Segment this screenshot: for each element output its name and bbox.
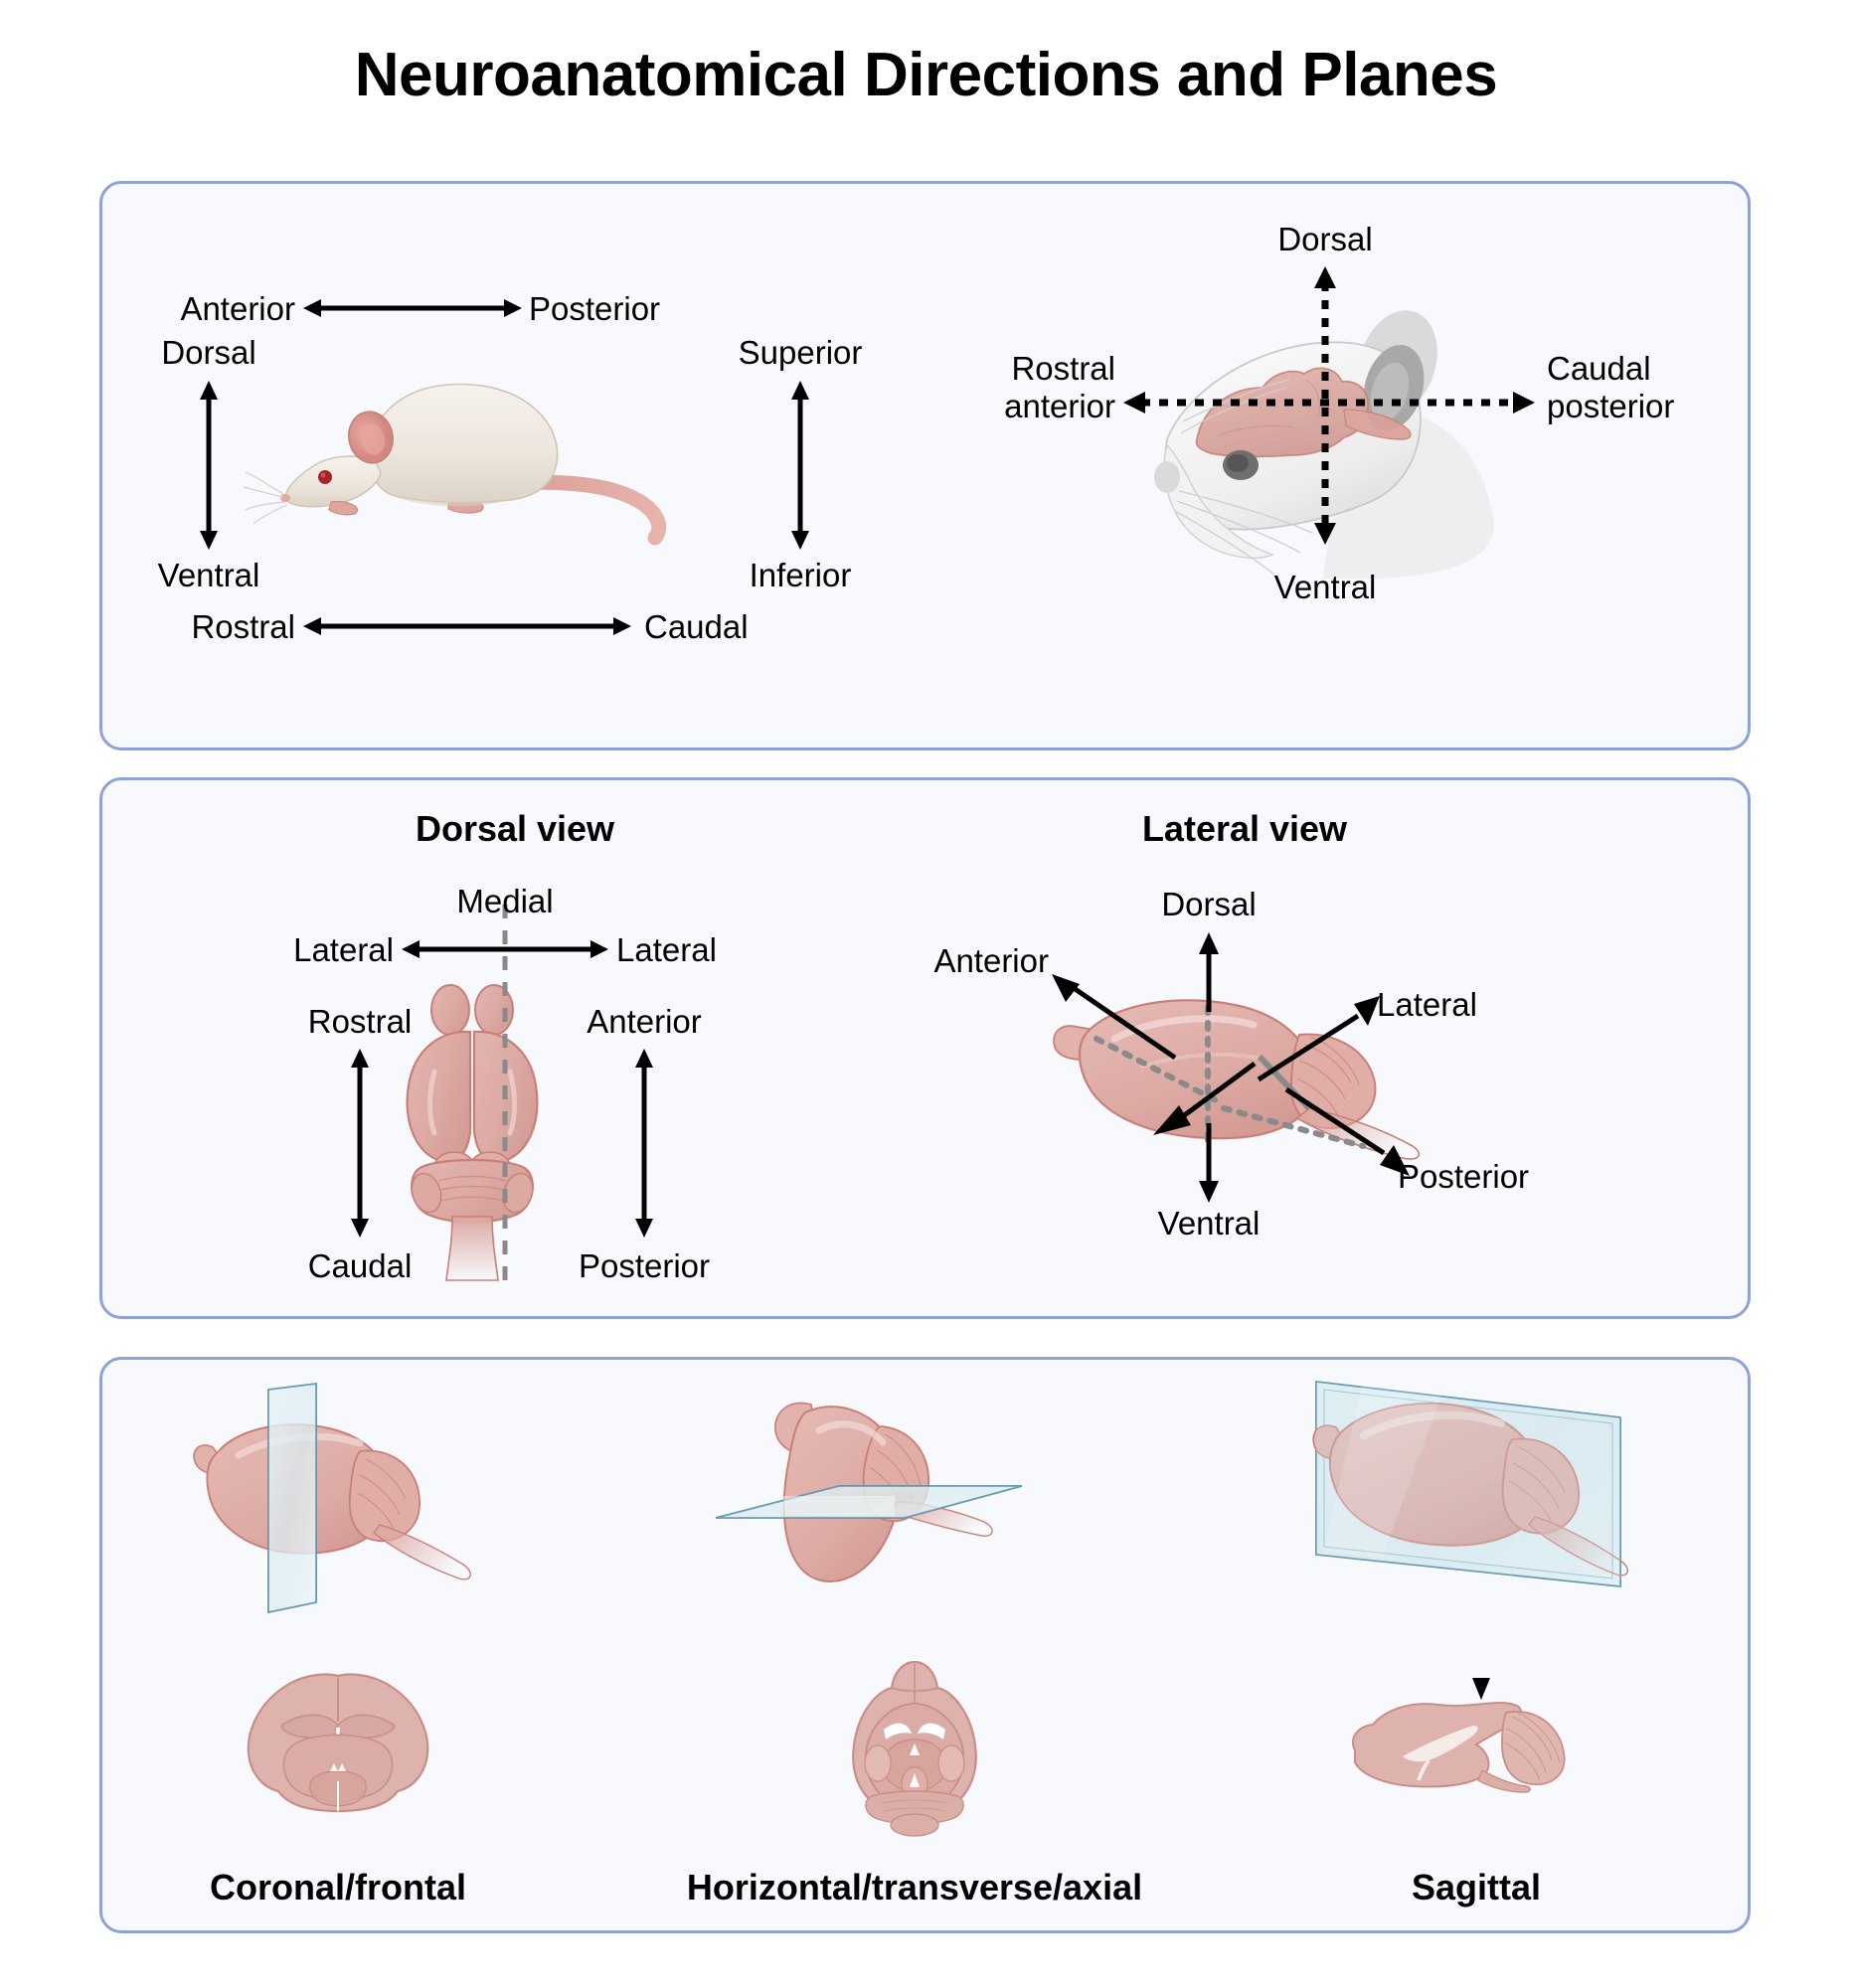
label-superior-body: Superior bbox=[738, 334, 863, 371]
label-caudal-posterior-head: Caudal posterior bbox=[1547, 350, 1675, 425]
label-ventral-lateralview: Ventral bbox=[1157, 1205, 1261, 1242]
mouse-head-illustration bbox=[1154, 310, 1494, 579]
label-dorsal-body: Dorsal bbox=[161, 334, 256, 371]
label-posterior-dorsalview: Posterior bbox=[578, 1247, 711, 1284]
midline-guide-dorsal bbox=[502, 905, 508, 1292]
label-anterior-body: Anterior bbox=[180, 290, 295, 327]
label-rostral-anterior-head: Rostral anterior bbox=[1004, 350, 1115, 425]
label-medial: Medial bbox=[456, 883, 554, 919]
label-anterior-lateralview: Anterior bbox=[933, 942, 1049, 979]
label-dorsal-head: Dorsal bbox=[1277, 221, 1373, 257]
arrow-lateral-lateralview bbox=[1257, 996, 1380, 1082]
label-rostral-dorsalview: Rostral bbox=[307, 1003, 413, 1040]
arrow-dorsal-lateralview bbox=[1199, 932, 1219, 1012]
label-ventral-body: Ventral bbox=[157, 557, 260, 593]
arrow-anterior-posterior-dorsalview bbox=[635, 1049, 653, 1238]
arrow-anterior-posterior bbox=[303, 299, 522, 317]
label-posterior-lateralview: Posterior bbox=[1398, 1158, 1530, 1195]
label-dorsal-lateralview: Dorsal bbox=[1161, 886, 1257, 922]
label-rostral-body: Rostral bbox=[191, 608, 295, 645]
heading-lateral-view: Lateral view bbox=[1141, 808, 1348, 849]
plane-label-coronal: Coronal/frontal bbox=[210, 1867, 466, 1907]
label-lateral-lateralview: Lateral bbox=[1377, 986, 1477, 1023]
horizontal-plane-illustration bbox=[715, 1402, 1023, 1582]
page-title: Neuroanatomical Directions and Planes bbox=[354, 41, 1498, 109]
panel-views bbox=[99, 777, 1751, 1319]
label-caudal-dorsalview: Caudal bbox=[307, 1247, 413, 1284]
horizontal-section-illustration bbox=[852, 1660, 977, 1837]
label-anterior-dorsalview: Anterior bbox=[587, 1003, 702, 1040]
arrow-superior-inferior bbox=[791, 381, 809, 550]
arrow-dorsal-ventral-head bbox=[1314, 266, 1336, 545]
arrow-down-sagittal bbox=[1472, 1628, 1490, 1700]
label-inferior-body: Inferior bbox=[749, 557, 852, 593]
arrow-rostral-caudal-dorsalview bbox=[351, 1049, 369, 1238]
label-lateral-right: Lateral bbox=[616, 931, 717, 968]
arrow-lateral-inward bbox=[1153, 1061, 1257, 1135]
arrow-rostral-caudal bbox=[303, 617, 631, 635]
mouse-body-illustration bbox=[243, 383, 667, 546]
label-caudal-body: Caudal bbox=[644, 608, 749, 645]
label-posterior-body: Posterior bbox=[529, 290, 661, 327]
heading-dorsal-view: Dorsal view bbox=[415, 808, 615, 849]
coronal-section-illustration bbox=[247, 1673, 429, 1813]
arrow-posterior-lateralview bbox=[1284, 1086, 1410, 1176]
arrow-anterior-lateralview bbox=[1052, 974, 1177, 1061]
plane-label-horizontal: Horizontal/transverse/axial bbox=[686, 1867, 1143, 1907]
arrow-rostral-caudal-head bbox=[1123, 392, 1535, 414]
plane-label-sagittal: Sagittal bbox=[1411, 1867, 1542, 1907]
sagittal-section-illustration bbox=[1352, 1702, 1566, 1793]
arrow-lateral-lateral bbox=[402, 940, 608, 958]
label-lateral-left: Lateral bbox=[293, 931, 394, 968]
sagittal-plane-illustration bbox=[1312, 1380, 1628, 1587]
coronal-plane-illustration bbox=[193, 1382, 471, 1614]
label-ventral-head: Ventral bbox=[1273, 569, 1377, 605]
arrow-ventral-lateralview bbox=[1199, 1123, 1219, 1203]
arrow-dorsal-ventral bbox=[200, 381, 218, 550]
